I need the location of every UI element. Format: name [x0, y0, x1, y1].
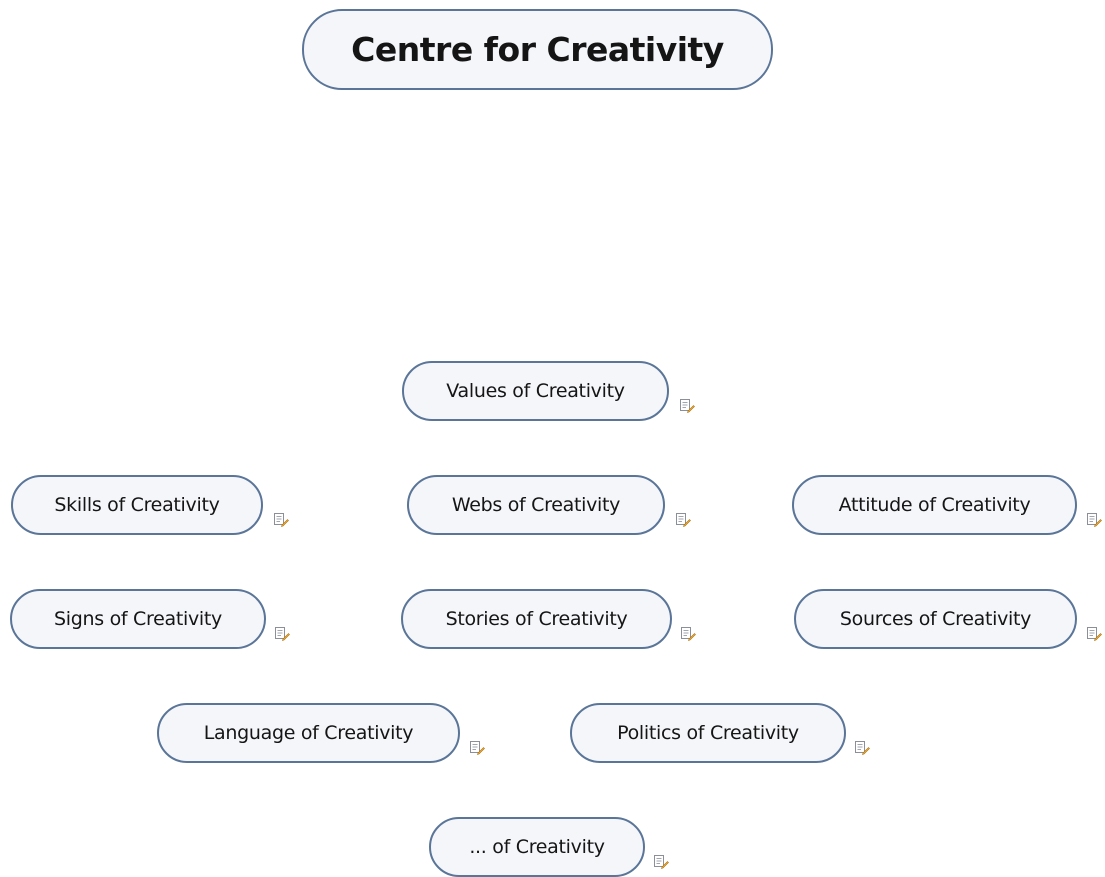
topic-stories[interactable]: Stories of Creativity: [401, 589, 672, 649]
topic-skills[interactable]: Skills of Creativity: [11, 475, 263, 535]
topic-politics[interactable]: Politics of Creativity: [570, 703, 846, 763]
central-topic[interactable]: Centre for Creativity: [302, 9, 773, 90]
note-icon[interactable]: [273, 512, 289, 528]
topic-language[interactable]: Language of Creativity: [157, 703, 460, 763]
topic-webs[interactable]: Webs of Creativity: [407, 475, 665, 535]
note-icon[interactable]: [274, 626, 290, 642]
topic-sources[interactable]: Sources of Creativity: [794, 589, 1077, 649]
topic-more[interactable]: ... of Creativity: [429, 817, 645, 877]
note-icon[interactable]: [680, 626, 696, 642]
note-icon[interactable]: [854, 740, 870, 756]
topic-attitude[interactable]: Attitude of Creativity: [792, 475, 1077, 535]
note-icon[interactable]: [679, 398, 695, 414]
note-icon[interactable]: [469, 740, 485, 756]
note-icon[interactable]: [1086, 626, 1102, 642]
note-icon[interactable]: [1086, 512, 1102, 528]
note-icon[interactable]: [653, 854, 669, 870]
topic-values[interactable]: Values of Creativity: [402, 361, 669, 421]
topic-signs[interactable]: Signs of Creativity: [10, 589, 266, 649]
note-icon[interactable]: [675, 512, 691, 528]
